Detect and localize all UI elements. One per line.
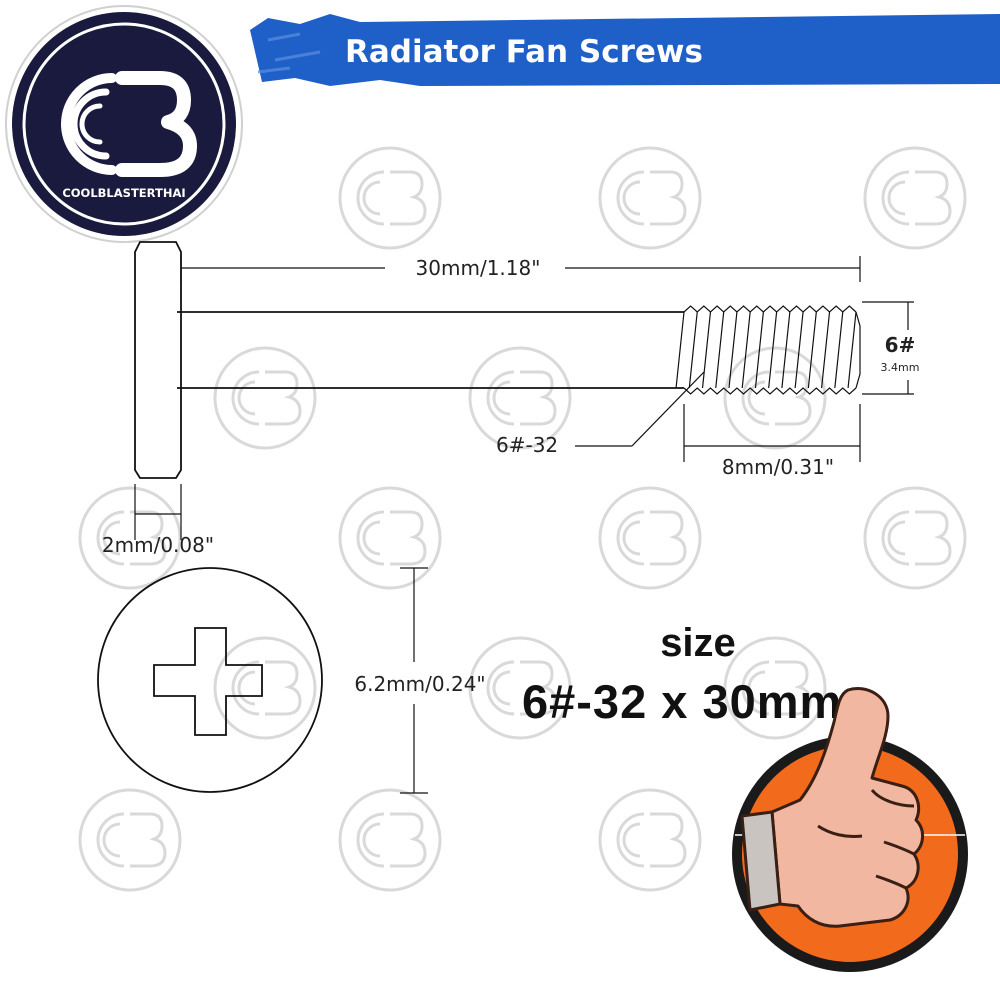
cb-logo-icon xyxy=(61,71,197,177)
gauge-label: 6# xyxy=(885,333,916,357)
length-dimension: 30mm/1.18" xyxy=(180,252,861,282)
cb-watermark-icon xyxy=(598,788,702,892)
screw-side-view xyxy=(134,241,861,479)
cb-watermark-icon xyxy=(468,346,572,450)
cb-watermark-icon xyxy=(78,788,182,892)
length-label: 30mm/1.18" xyxy=(416,256,541,280)
cb-watermark-icon xyxy=(213,636,317,740)
size-block: size 6#-32 x 30mm xyxy=(522,621,842,728)
gauge-dimension: 6# 3.4mm xyxy=(862,301,920,395)
phillips-cross-icon xyxy=(153,627,263,736)
size-value: 6#-32 x 30mm xyxy=(522,675,842,728)
watermark-layer xyxy=(78,146,967,892)
cb-watermark-icon xyxy=(598,146,702,250)
brand-name: COOLBLASTERTHAI xyxy=(62,186,185,200)
cb-watermark-icon xyxy=(863,146,967,250)
cb-watermark-icon xyxy=(468,636,572,740)
cb-watermark-icon xyxy=(213,346,317,450)
head-diameter-label: 6.2mm/0.24" xyxy=(354,672,485,696)
header-banner: Radiator Fan Screws xyxy=(250,14,1000,86)
cb-watermark-icon xyxy=(338,146,442,250)
thread-callout: 6#-32 xyxy=(496,371,705,457)
thread-length-dimension: 8mm/0.31" xyxy=(683,404,861,479)
thumbs-up-icon xyxy=(740,687,924,928)
thread-callout-label: 6#-32 xyxy=(496,433,558,457)
cb-watermark-icon xyxy=(338,788,442,892)
cb-watermark-icon xyxy=(78,486,182,590)
cb-watermark-icon xyxy=(863,486,967,590)
cb-watermark-icon xyxy=(723,346,827,450)
screw-head-top-view xyxy=(97,567,323,793)
thumbs-up-badge xyxy=(732,687,968,972)
brand-logo: COOLBLASTERTHAI xyxy=(5,5,243,243)
screw-head xyxy=(134,241,182,479)
cb-watermark-icon xyxy=(598,486,702,590)
screw-thread xyxy=(675,305,861,395)
head-diameter-dimension: 6.2mm/0.24" xyxy=(354,567,486,794)
thread-length-label: 8mm/0.31" xyxy=(722,455,834,479)
size-heading: size xyxy=(660,621,736,665)
head-thickness-label: 2mm/0.08" xyxy=(102,533,214,557)
gauge-mm-label: 3.4mm xyxy=(881,361,920,374)
page-title: Radiator Fan Screws xyxy=(345,34,703,70)
cb-watermark-icon xyxy=(723,636,827,740)
head-thickness-dimension: 2mm/0.08" xyxy=(102,484,214,557)
cb-watermark-icon xyxy=(338,486,442,590)
